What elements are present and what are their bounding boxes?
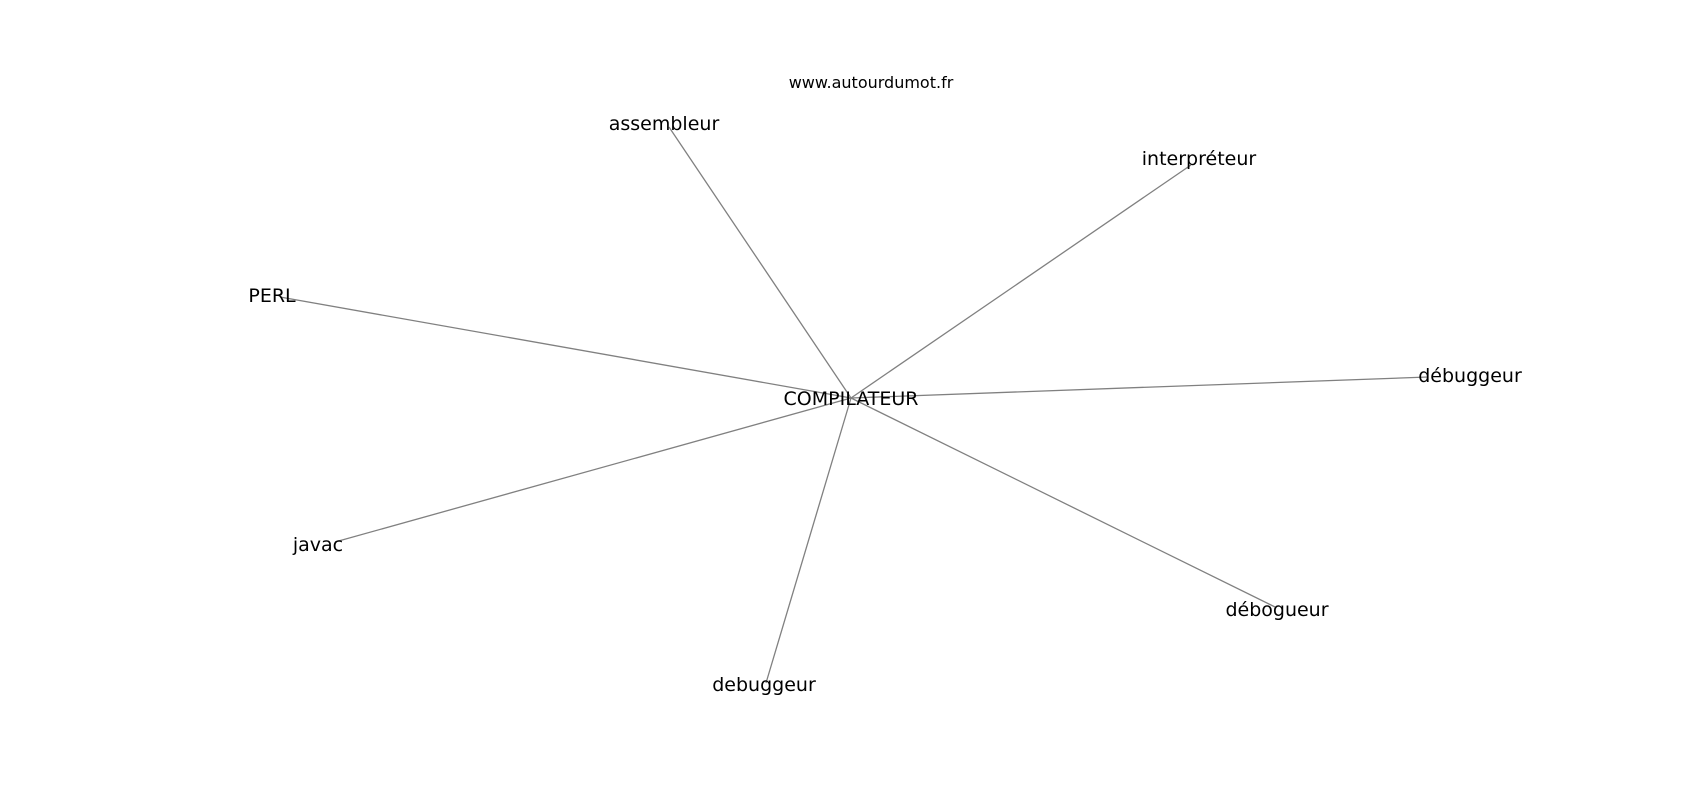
word-node-perl[interactable]: PERL [248, 285, 296, 307]
word-node-interpreteur[interactable]: interpréteur [1142, 148, 1257, 170]
edge-javac [334, 397, 852, 543]
site-watermark: www.autourdumot.fr [789, 73, 954, 92]
word-node-assembleur[interactable]: assembleur [609, 113, 720, 135]
graph-edges [279, 126, 1429, 684]
edge-debuggeur [765, 397, 852, 684]
edge-perl [279, 296, 852, 399]
edge-assembleur [668, 126, 852, 399]
edge-debuggeur-accent [850, 376, 1429, 399]
word-node-javac[interactable]: javac [292, 534, 343, 556]
graph-labels: www.autourdumot.fr COMPILATEUR assembleu… [248, 73, 1522, 696]
edge-debogueur [850, 397, 1276, 608]
word-node-debuggeur-accent[interactable]: débuggeur [1418, 365, 1522, 387]
word-node-debuggeur[interactable]: debuggeur [712, 674, 816, 696]
center-node-label: COMPILATEUR [784, 388, 919, 410]
word-node-debogueur[interactable]: débogueur [1225, 599, 1328, 621]
edge-interpreteur [850, 164, 1192, 399]
